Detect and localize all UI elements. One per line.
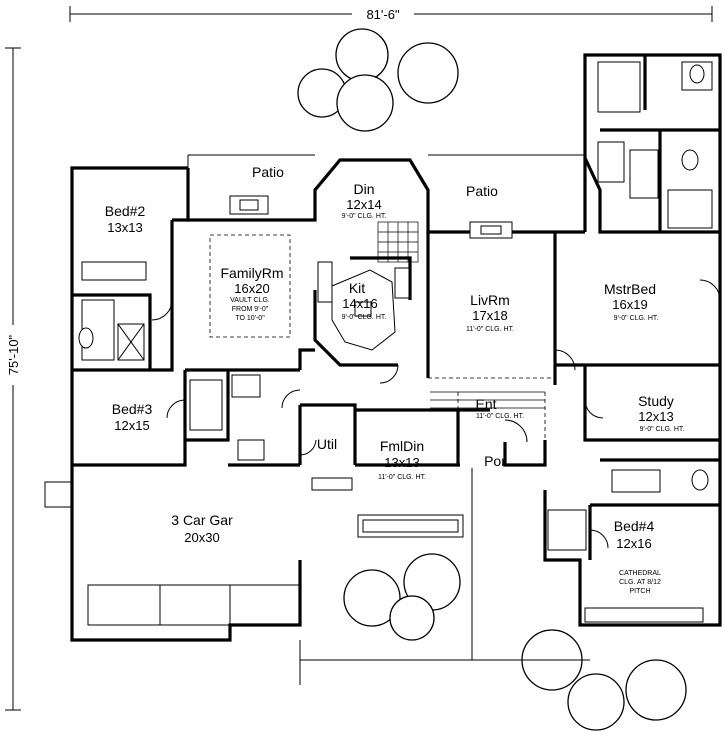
svg-text:17x18: 17x18 bbox=[472, 308, 507, 323]
label-patio-right: Patio bbox=[466, 183, 498, 199]
tree-cluster-right bbox=[521, 629, 687, 731]
closet-bed2 bbox=[81, 261, 147, 281]
kitchen-island bbox=[331, 269, 396, 351]
garage-doors bbox=[87, 584, 301, 626]
svg-text:Din: Din bbox=[353, 181, 374, 197]
tree-cluster-top bbox=[297, 28, 459, 132]
svg-text:TO 10'-0": TO 10'-0" bbox=[235, 315, 265, 322]
label-fmldin: FmlDin 13x13 11'-0" CLG. HT. bbox=[378, 438, 426, 481]
svg-text:FmlDin: FmlDin bbox=[380, 438, 424, 454]
label-liv: LivRm 17x18 11'-0" CLG. HT. bbox=[466, 292, 514, 333]
svg-text:Bed#2: Bed#2 bbox=[105, 203, 146, 219]
svg-text:11'-0" CLG. HT.: 11'-0" CLG. HT. bbox=[466, 326, 514, 333]
svg-text:Kit: Kit bbox=[349, 280, 365, 296]
svg-text:12x16: 12x16 bbox=[616, 536, 651, 551]
doors bbox=[151, 279, 721, 549]
walkway-outlines bbox=[299, 468, 590, 685]
svg-text:Ent: Ent bbox=[475, 396, 496, 412]
label-study: Study 12x13 9'-0" CLG. HT. bbox=[638, 393, 684, 433]
interior-walls bbox=[72, 55, 720, 560]
closet-bed3 bbox=[189, 379, 223, 431]
svg-text:20x30: 20x30 bbox=[184, 530, 219, 545]
svg-text:LivRm: LivRm bbox=[470, 292, 510, 308]
svg-text:12x13: 12x13 bbox=[638, 409, 673, 424]
svg-text:VAULT CLG.: VAULT CLG. bbox=[230, 297, 270, 304]
svg-text:13x13: 13x13 bbox=[107, 220, 142, 235]
svg-text:FamilyRm: FamilyRm bbox=[221, 265, 284, 281]
label-family: FamilyRm 16x20 VAULT CLG. FROM 9'-0" TO … bbox=[221, 265, 284, 322]
svg-text:13x13: 13x13 bbox=[384, 455, 419, 470]
svg-text:9'-0" CLG. HT.: 9'-0" CLG. HT. bbox=[342, 213, 387, 220]
label-ent: Ent 11'-0" CLG. HT. bbox=[475, 396, 524, 420]
depth-dimension-label: 75'-10" bbox=[6, 334, 21, 375]
width-dimension: 81'-6" bbox=[69, 5, 713, 23]
tile-grid-dining bbox=[377, 221, 419, 263]
study-bath-fixtures bbox=[611, 469, 709, 493]
master-bath-fixtures bbox=[597, 61, 713, 229]
tile-grid-entry bbox=[430, 391, 545, 409]
svg-text:CLG. AT 8/12: CLG. AT 8/12 bbox=[619, 579, 661, 586]
svg-text:CATHEDRAL: CATHEDRAL bbox=[619, 570, 661, 577]
label-garage: 3 Car Gar 20x30 bbox=[171, 512, 233, 545]
svg-text:MstrBed: MstrBed bbox=[604, 281, 656, 297]
fireplace-family bbox=[229, 195, 269, 215]
svg-text:FROM 9'-0": FROM 9'-0" bbox=[232, 306, 269, 313]
svg-text:16x19: 16x19 bbox=[612, 297, 647, 312]
label-bed3: Bed#3 12x15 bbox=[112, 401, 153, 433]
svg-text:Bed#4: Bed#4 bbox=[614, 518, 655, 534]
garage-side-stoop bbox=[44, 481, 73, 508]
svg-text:9'-0" CLG. HT.: 9'-0" CLG. HT. bbox=[614, 315, 659, 322]
label-mstr: MstrBed 16x19 9'-0" CLG. HT. bbox=[604, 281, 658, 322]
svg-text:Study: Study bbox=[638, 393, 674, 409]
label-din: Din 12x14 9'-0" CLG. HT. bbox=[342, 181, 387, 220]
label-por: Por bbox=[484, 453, 506, 469]
label-patio-left: Patio bbox=[252, 164, 284, 180]
bed4-bay bbox=[584, 607, 704, 623]
tree-cluster-front bbox=[343, 553, 461, 641]
util-counter bbox=[311, 477, 353, 491]
svg-text:12x15: 12x15 bbox=[114, 418, 149, 433]
closet-bed4 bbox=[547, 509, 587, 551]
svg-text:Bed#3: Bed#3 bbox=[112, 401, 153, 417]
fireplace-living bbox=[469, 221, 513, 239]
label-kit: Kit 14x16 9'-0" CLG. HT. bbox=[342, 280, 387, 321]
svg-text:PITCH: PITCH bbox=[630, 588, 651, 595]
svg-text:12x14: 12x14 bbox=[346, 197, 381, 212]
label-bed2: Bed#2 13x13 bbox=[105, 203, 146, 235]
depth-dimension: 75'-10" bbox=[4, 47, 22, 711]
svg-text:3 Car Gar: 3 Car Gar bbox=[171, 512, 233, 528]
svg-text:9'-0" CLG. HT.: 9'-0" CLG. HT. bbox=[342, 314, 387, 321]
svg-text:11'-0" CLG. HT.: 11'-0" CLG. HT. bbox=[378, 474, 426, 481]
fmldin-bay bbox=[357, 514, 464, 538]
kitchen-counters bbox=[317, 261, 410, 303]
svg-text:9'-0" CLG. HT.: 9'-0" CLG. HT. bbox=[640, 426, 685, 433]
laundry-util bbox=[231, 374, 265, 461]
svg-text:16x20: 16x20 bbox=[234, 281, 269, 296]
width-dimension-label: 81'-6" bbox=[366, 7, 400, 22]
svg-text:11'-0" CLG. HT.: 11'-0" CLG. HT. bbox=[476, 413, 524, 420]
label-util: Util bbox=[317, 436, 337, 452]
bath-hall bbox=[78, 299, 145, 361]
svg-text:14x16: 14x16 bbox=[342, 296, 377, 311]
label-bed4: Bed#4 12x16 CATHEDRAL CLG. AT 8/12 PITCH bbox=[614, 518, 661, 595]
